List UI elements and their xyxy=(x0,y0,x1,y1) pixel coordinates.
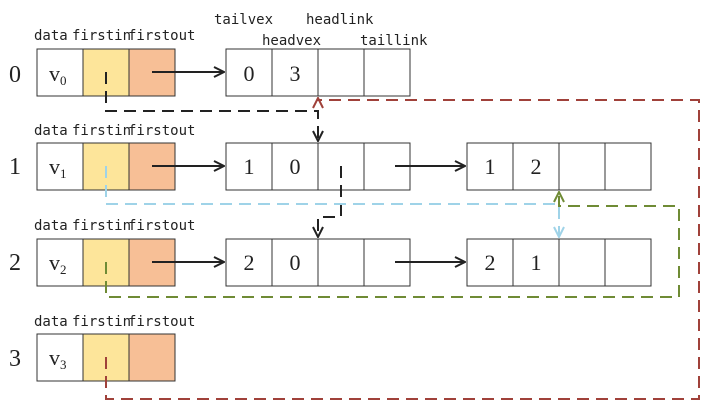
vertex-data-cell xyxy=(36,238,84,287)
arc-node: 2 1 xyxy=(466,238,652,287)
vertex-index: 1 xyxy=(9,154,21,180)
arc-tailvex: 2 xyxy=(244,250,255,275)
arc-headvex: 2 xyxy=(531,154,542,179)
vertex-field-label-firstout: firstout xyxy=(128,123,195,139)
vertex-field-label-data: data xyxy=(34,314,68,330)
label-taillink: taillink xyxy=(360,33,428,49)
label-tailvex: tailvex xyxy=(214,12,273,28)
arc-tailvex: 0 xyxy=(244,61,255,86)
vertex-index: 3 xyxy=(9,346,21,372)
vertex-field-label-firstin: firstin xyxy=(72,28,131,44)
arc-headvex: 0 xyxy=(290,250,301,275)
firstin-link-green xyxy=(105,192,680,298)
vertex-data-label: v1 xyxy=(49,154,67,181)
vertex-field-label-data: data xyxy=(34,123,68,139)
arc-headvex: 1 xyxy=(531,250,542,275)
firstin-link-blue xyxy=(105,166,559,237)
arc-node: 2 0 xyxy=(225,238,411,287)
firstin-link-black xyxy=(105,72,318,141)
label-headvex: headvex xyxy=(262,33,321,49)
arc-tailvex: 2 xyxy=(485,250,496,275)
vertex-index: 2 xyxy=(9,250,21,276)
vertex-data-cell xyxy=(36,48,84,97)
arc-headvex: 3 xyxy=(290,61,301,86)
arc-node: 1 2 xyxy=(466,142,652,191)
arc-node: 0 3 xyxy=(225,48,411,97)
vertex-data-label: v2 xyxy=(49,250,67,277)
vertex-field-label-data: data xyxy=(34,28,68,44)
vertex-data-label: v0 xyxy=(49,61,67,88)
vertex-row-3: data firstin firstout 3 v3 xyxy=(9,314,195,382)
vertex-field-label-firstout: firstout xyxy=(128,28,195,44)
headlink-black xyxy=(318,166,342,237)
vertex-row-1: data firstin firstout 1 v1 xyxy=(9,123,195,191)
vertex-field-label-data: data xyxy=(34,218,68,234)
arc-headvex: 0 xyxy=(290,154,301,179)
vertex-index: 0 xyxy=(9,62,21,88)
vertex-field-label-firstin: firstin xyxy=(72,123,131,139)
arc-tailvex: 1 xyxy=(485,154,496,179)
vertex-field-label-firstin: firstin xyxy=(72,314,131,330)
vertex-firstout-cell xyxy=(128,333,176,382)
vertex-field-label-firstout: firstout xyxy=(128,218,195,234)
vertex-data-cell xyxy=(36,333,84,382)
label-headlink: headlink xyxy=(306,12,374,28)
firstin-link-red xyxy=(105,98,700,400)
vertex-field-label-firstout: firstout xyxy=(128,314,195,330)
vertex-data-label: v3 xyxy=(49,345,67,372)
vertex-data-cell xyxy=(36,142,84,191)
vertex-field-label-firstin: firstin xyxy=(72,218,131,234)
arc-tailvex: 1 xyxy=(244,154,255,179)
arc-node: 1 0 xyxy=(225,142,411,191)
vertex-row-0: data firstin firstout 0 v0 xyxy=(9,28,195,97)
vertex-row-2: data firstin firstout 2 v2 xyxy=(9,218,195,287)
